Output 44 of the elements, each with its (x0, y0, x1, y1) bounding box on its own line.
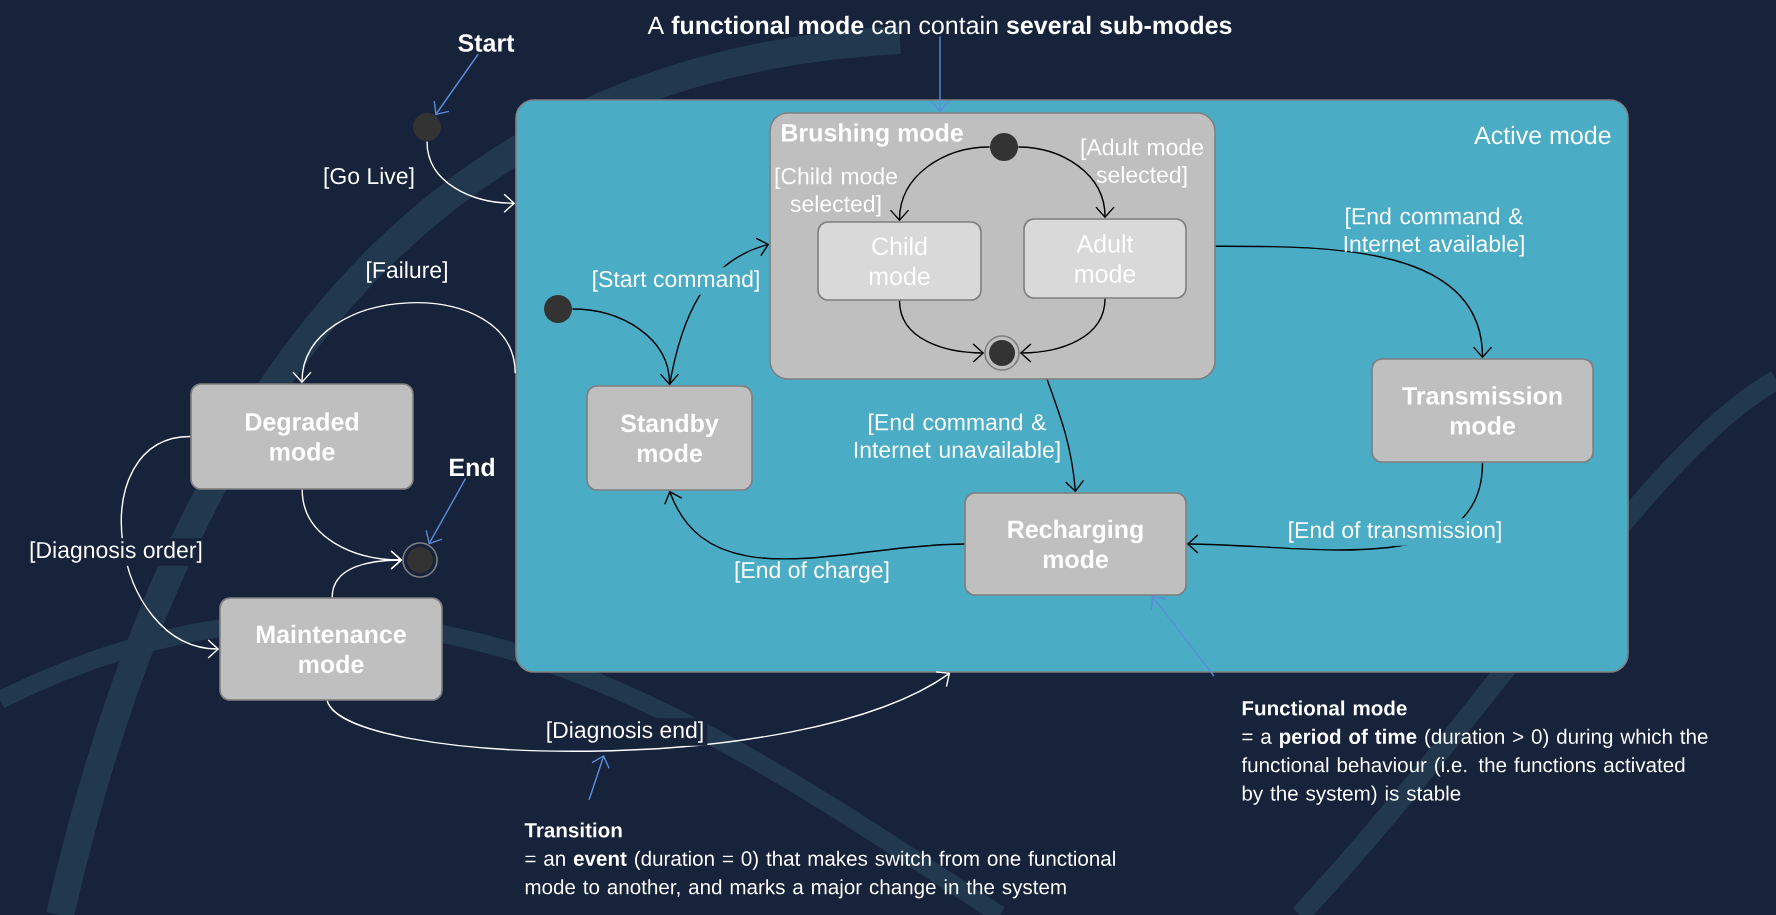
annotation-text: End (450, 457, 494, 477)
transition-arrow (1019, 298, 1106, 363)
final-state-dot (402, 542, 438, 578)
leader-arrow (588, 755, 610, 801)
transition-arrow (1017, 146, 1115, 219)
edge-label: [End command & Internet available] (1344, 207, 1524, 257)
transition-arrow (1215, 245, 1493, 359)
initial-state-dot (413, 113, 441, 141)
transition-arrow (292, 302, 516, 384)
state-box: Recharging mode (964, 492, 1187, 596)
state-box: Standby mode (586, 385, 753, 491)
state-box: Degraded mode (190, 383, 414, 490)
state-box: Transmission mode (1371, 358, 1594, 463)
leader-arrow (1150, 595, 1215, 677)
leader-arrow (433, 53, 479, 116)
initial-state-dot (544, 295, 572, 323)
initial-state-dot (990, 133, 1018, 161)
annotation-text: Start (458, 34, 515, 52)
transition-arrow (664, 490, 965, 560)
transition-arrow (571, 308, 680, 386)
edge-label: [Diagnosis order] (26, 538, 206, 566)
edge-label: [Adult mode selected] (1081, 138, 1203, 188)
transition-arrow (1046, 379, 1085, 493)
final-state-dot (984, 335, 1020, 371)
annotation-text: Transition = an event (duration = 0) that makes switch from one functional mode to another, and marks a major change in the system (524, 822, 1115, 899)
transition-arrow (326, 671, 951, 752)
edge-label: [Go Live] (324, 167, 414, 189)
transition-arrow (120, 435, 220, 659)
transition-arrow (331, 550, 403, 598)
state-box: Maintenance mode (219, 597, 443, 701)
transition-arrow (898, 300, 985, 363)
annotation-text: Functional mode = a period of time (duration > 0) during which the functional behaviour (i.e. the functions activated by the system) is stable (1241, 700, 1708, 805)
annotation-text: A functional mode can contain several sub-modes (647, 15, 1232, 35)
leader-arrow (930, 35, 950, 113)
transition-arrow (426, 140, 516, 213)
edge-label: [End command & Internet unavailable] (854, 413, 1060, 463)
edge-label: [End of charge] (735, 561, 889, 583)
edge-label: [Child mode selected] (775, 167, 897, 217)
edge-label: [End of transmission] (1284, 518, 1506, 546)
transition-arrow (889, 146, 991, 222)
leader-arrow (425, 477, 467, 545)
edge-label: [Start command] (588, 267, 764, 295)
edge-label: [Failure] (367, 261, 447, 283)
edge-label: [Diagnosis end] (542, 718, 708, 746)
